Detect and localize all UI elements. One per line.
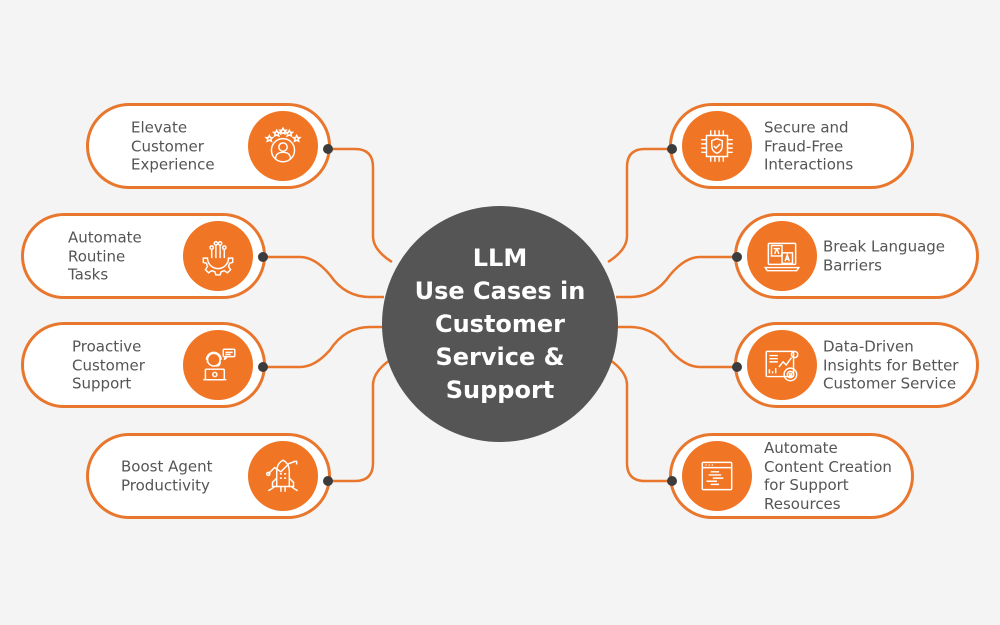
- connector-right-2: [616, 255, 737, 299]
- use-case-data-driven-insights: Data-Driven Insights for Better Customer…: [734, 322, 979, 408]
- use-case-boost-agent-productivity: Boost Agent Productivity: [86, 433, 331, 519]
- secure-chip-icon: [682, 111, 752, 181]
- connector-dot: [323, 144, 333, 154]
- support-agent-icon: [183, 330, 253, 400]
- use-case-label: Elevate Customer Experience: [131, 118, 215, 174]
- connector-dot: [667, 476, 677, 486]
- automation-gear-icon: [183, 221, 253, 291]
- use-case-elevate-customer-experience: Elevate Customer Experience: [86, 103, 331, 189]
- central-hub: LLM Use Cases in Customer Service & Supp…: [382, 206, 618, 442]
- connector-left-3: [263, 325, 384, 369]
- translation-icon: [747, 221, 817, 291]
- connector-dot: [732, 362, 742, 372]
- use-case-proactive-customer-support: Proactive Customer Support: [21, 322, 266, 408]
- connector-dot: [258, 362, 268, 372]
- connector-left-1: [328, 147, 393, 264]
- use-case-secure-fraud-free: Secure and Fraud-Free Interactions: [669, 103, 914, 189]
- customer-rating-icon: [248, 111, 318, 181]
- connector-left-2: [263, 255, 384, 299]
- use-case-break-language-barriers: Break Language Barriers: [734, 213, 979, 299]
- content-code-icon: [682, 441, 752, 511]
- connector-right-1: [607, 147, 672, 264]
- connector-right-4: [609, 358, 672, 483]
- use-case-label: Secure and Fraud-Free Interactions: [764, 118, 854, 174]
- use-case-label: Automate Routine Tasks: [68, 228, 142, 284]
- connector-dot: [667, 144, 677, 154]
- connector-left-4: [328, 358, 391, 483]
- connector-dot: [258, 252, 268, 262]
- use-case-label: Data-Driven Insights for Better Customer…: [823, 337, 959, 393]
- connector-dot: [323, 476, 333, 486]
- use-case-automate-routine-tasks: Automate Routine Tasks: [21, 213, 266, 299]
- use-case-automate-content-creation: Automate Content Creation for Support Re…: [669, 433, 914, 519]
- connector-dot: [732, 252, 742, 262]
- use-case-label: Proactive Customer Support: [72, 337, 145, 393]
- connector-right-3: [616, 325, 737, 369]
- use-case-label: Boost Agent Productivity: [121, 457, 213, 495]
- analytics-dashboard-icon: [747, 330, 817, 400]
- use-case-label: Break Language Barriers: [823, 237, 946, 275]
- use-case-label: Automate Content Creation for Support Re…: [764, 439, 892, 513]
- rocket-growth-icon: [248, 441, 318, 511]
- hub-title: LLM Use Cases in Customer Service & Supp…: [414, 243, 586, 404]
